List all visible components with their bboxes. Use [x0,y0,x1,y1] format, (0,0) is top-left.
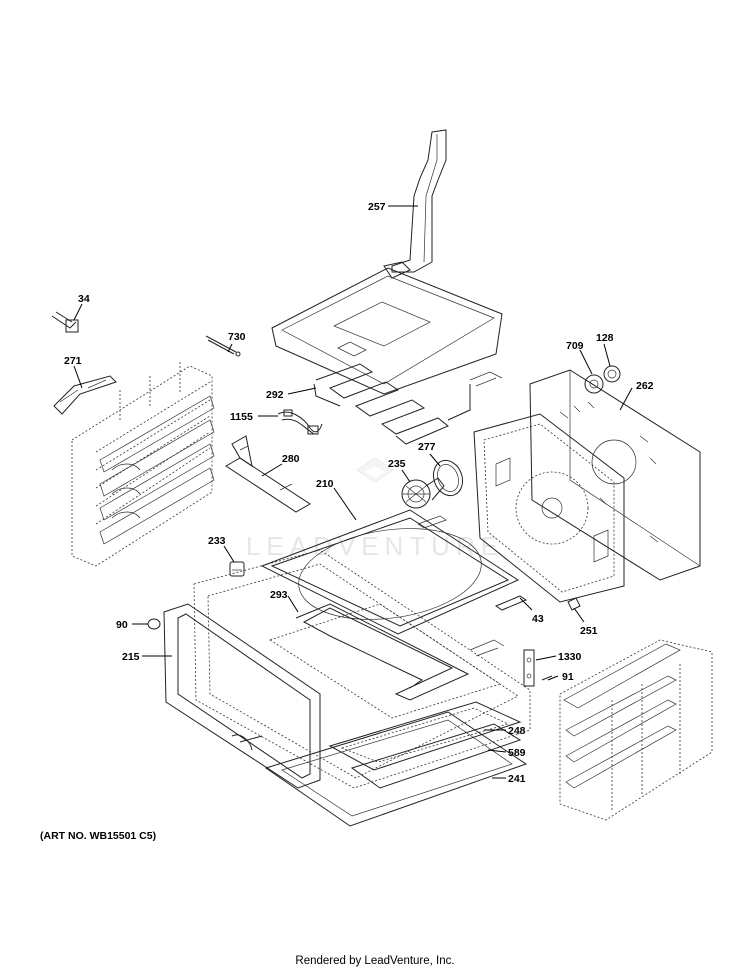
callout-271: 271 [64,355,82,367]
part-rear-inner-panel [473,413,625,603]
callout-1155: 1155 [230,411,253,423]
callout-589: 589 [508,747,526,759]
part-215-door-frame [163,603,321,789]
part-210-oven-top-frame [260,509,520,635]
callout-730: 730 [228,331,246,343]
callout-233: 233 [208,535,226,547]
callout-257: 257 [368,201,386,213]
callout-280: 280 [282,453,300,465]
callout-34: 34 [78,293,90,305]
art-number: (ART NO. WB15501 C5) [40,830,157,842]
part-271-bracket [53,375,117,415]
part-right-side-panel [559,639,713,821]
callout-709: 709 [566,340,584,352]
part-257-vent-duct [383,129,447,279]
callout-251: 251 [580,625,598,637]
render-credit: Rendered by LeadVenture, Inc. [295,955,455,967]
part-293-bake-element [295,603,505,701]
callout-128: 128 [596,332,614,344]
part-235-convection-fan [401,477,445,509]
part-730-sensor [205,335,241,357]
callout-277: 277 [418,441,436,453]
callout-43: 43 [532,613,544,625]
callout-90: 90 [116,619,128,631]
part-top-panel [271,267,503,395]
part-709-128-bearing [584,365,621,394]
callout-1330: 1330 [558,651,582,663]
part-280-bracket [225,435,311,513]
callout-235: 235 [388,458,406,470]
callout-91: 91 [562,671,574,683]
part-90-plug [147,618,161,630]
callout-241: 241 [508,773,526,785]
callout-248: 248 [508,725,526,737]
callout-labels: 257 34 730 271 292 1155 709 128 262 277 … [64,201,654,785]
callout-215: 215 [122,651,140,663]
part-left-side-panel [71,362,215,567]
callout-292: 292 [266,389,284,401]
part-oven-liner [193,549,531,789]
callout-262: 262 [636,380,654,392]
part-248-589-241-bottom-panels [264,701,528,827]
leader-lines [73,205,633,779]
callout-210: 210 [316,478,334,490]
part-43-251-hardware [494,595,581,611]
part-262-rear-insulation [529,369,701,581]
part-1330-91-hinge [523,649,553,687]
part-277-gasket [432,459,464,497]
part-34-switch [51,311,79,333]
part-233-sensor-probe [229,561,245,577]
part-1155-wire-harness [277,409,323,435]
callout-293: 293 [270,589,288,601]
